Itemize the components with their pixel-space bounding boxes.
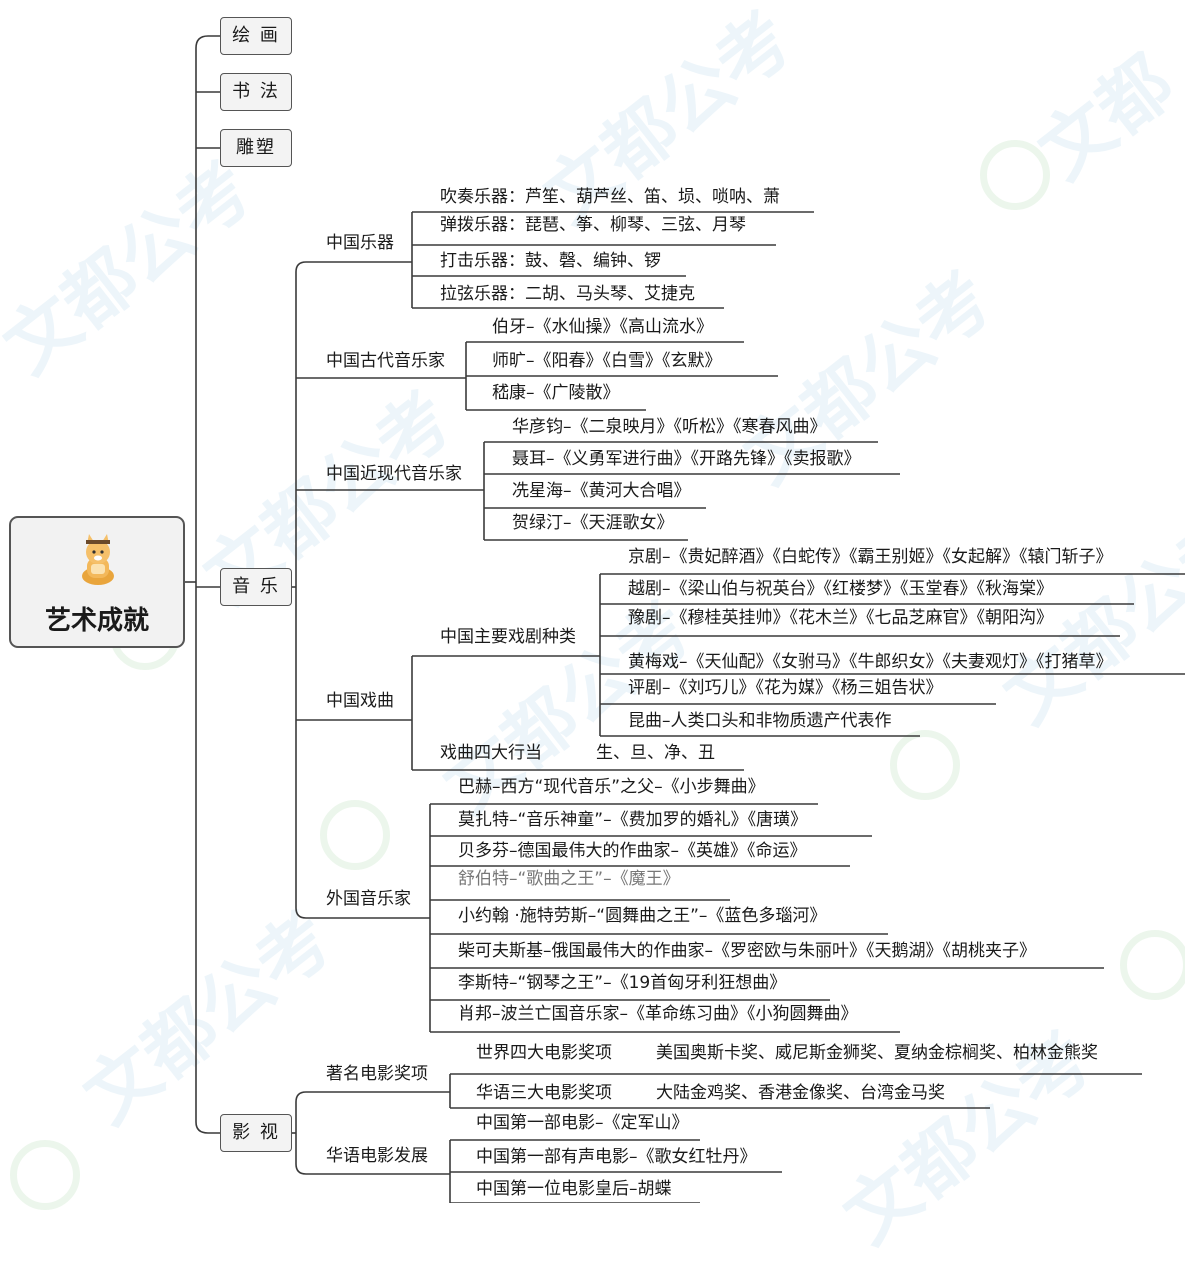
leaf-foreign-musician: 肖邦–波兰亡国音乐家–《革命练习曲》《小狗圆舞曲》 (458, 1004, 858, 1024)
leaf-modern-musician: 贺绿汀–《天涯歌女》 (512, 513, 674, 533)
leaf-ancient-musician: 嵇康–《广陵散》 (492, 383, 620, 403)
leaf-instrument: 吹奏乐器：芦笙、葫芦丝、笛、埙、唢呐、萧 (440, 187, 780, 207)
connector-lines (185, 35, 1185, 1203)
leaf-instrument: 弹拨乐器：琵琶、筝、柳琴、三弦、月琴 (440, 215, 746, 235)
category-painting[interactable]: 绘 画 (220, 17, 292, 55)
node-opera[interactable]: 中国戏曲 (326, 691, 394, 711)
node-opera-roles[interactable]: 戏曲四大行当 (440, 743, 542, 763)
leaf-foreign-musician: 小约翰 ·施特劳斯–“圆舞曲之王”–《蓝色多瑙河》 (458, 906, 827, 926)
leaf-instrument: 打击乐器：鼓、磬、编钟、锣 (440, 251, 661, 271)
leaf-foreign-musician: 柴可夫斯基–俄国最伟大的作曲家–《罗密欧与朱丽叶》《天鹅湖》《胡桃夹子》 (458, 941, 1036, 961)
node-opera-types[interactable]: 中国主要戏剧种类 (440, 627, 576, 647)
leaf-foreign-musician: 李斯特–“钢琴之王”–《19首匈牙利狂想曲》 (458, 973, 787, 993)
leaf-instrument: 拉弦乐器：二胡、马头琴、艾捷克 (440, 284, 695, 304)
leaf-foreign-musician: 舒伯特–“歌曲之王”–《魔王》 (458, 869, 680, 889)
leaf-film-history: 中国第一部电影–《定军山》 (476, 1113, 689, 1133)
leaf-modern-musician: 聂耳–《义勇军进行曲》《开路先锋》《卖报歌》 (512, 449, 861, 469)
leaf-opera-type: 昆曲–人类口头和非物质遗产代表作 (628, 711, 892, 731)
leaf-opera-roles: 生、旦、净、丑 (596, 743, 715, 763)
leaf-film-history: 中国第一部有声电影–《歌女红牡丹》 (476, 1147, 757, 1167)
category-film[interactable]: 影 视 (220, 1114, 292, 1152)
leaf-opera-type: 评剧–《刘巧儿》《花为媒》《杨三姐告状》 (628, 678, 943, 698)
leaf-opera-type: 越剧–《梁山伯与祝英台》《红楼梦》《玉堂春》《秋海棠》 (628, 579, 1053, 599)
leaf-film-history: 中国第一位电影皇后–胡蝶 (476, 1179, 672, 1199)
leaf-opera-type: 豫剧–《穆桂英挂帅》《花木兰》《七品芝麻官》《朝阳沟》 (628, 608, 1053, 628)
node-world-awards[interactable]: 世界四大电影奖项 (476, 1043, 612, 1063)
root-title: 艺术成就 (44, 606, 149, 636)
leaf-modern-musician: 华彦钧–《二泉映月》《听松》《寒春风曲》 (512, 417, 827, 437)
leaf-foreign-musician: 莫扎特–“音乐神童”–《费加罗的婚礼》《唐璜》 (458, 810, 808, 830)
leaf-ancient-musician: 伯牙–《水仙操》《高山流水》 (492, 317, 713, 337)
node-foreign-musicians[interactable]: 外国音乐家 (326, 889, 411, 909)
root-node: 艺术成就 (9, 516, 185, 648)
leaf-chinese-awards: 大陆金鸡奖、香港金像奖、台湾金马奖 (656, 1083, 945, 1103)
node-instruments[interactable]: 中国乐器 (326, 233, 394, 253)
leaf-modern-musician: 冼星海–《黄河大合唱》 (512, 481, 691, 501)
leaf-foreign-musician: 巴赫–西方“现代音乐”之父–《小步舞曲》 (458, 777, 765, 797)
node-film-history[interactable]: 华语电影发展 (326, 1146, 428, 1166)
leaf-world-awards: 美国奥斯卡奖、威尼斯金狮奖、夏纳金棕榈奖、柏林金熊奖 (656, 1043, 1098, 1063)
leaf-opera-type: 京剧–《贵妃醉酒》《白蛇传》《霸王别姬》《女起解》《辕门斩子》 (628, 547, 1113, 567)
category-sculpture[interactable]: 雕塑 (220, 129, 292, 167)
leaf-ancient-musician: 师旷–《阳春》《白雪》《玄默》 (492, 351, 722, 371)
node-chinese-awards[interactable]: 华语三大电影奖项 (476, 1083, 612, 1103)
node-ancient-musicians[interactable]: 中国古代音乐家 (326, 351, 445, 371)
node-modern-musicians[interactable]: 中国近现代音乐家 (326, 464, 462, 484)
node-film-awards[interactable]: 著名电影奖项 (326, 1064, 428, 1084)
category-music[interactable]: 音 乐 (220, 568, 292, 606)
leaf-foreign-musician: 贝多芬–德国最伟大的作曲家–《英雄》《命运》 (458, 841, 807, 861)
cartoon-cat-icon (82, 534, 114, 585)
category-calligraphy[interactable]: 书 法 (220, 73, 292, 111)
leaf-opera-type: 黄梅戏–《天仙配》《女驸马》《牛郎织女》《夫妻观灯》《打猪草》 (628, 652, 1113, 672)
